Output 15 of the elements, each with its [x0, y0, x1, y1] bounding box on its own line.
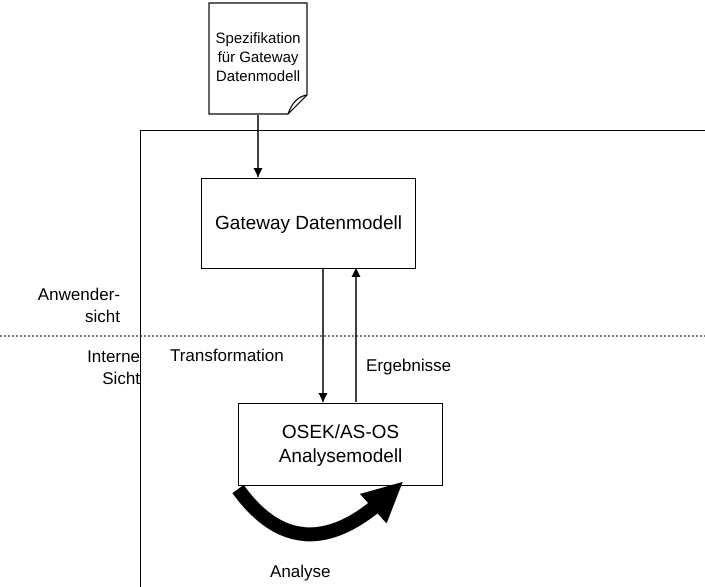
node-text: Spezifikation für Gateway Datenmodell — [214, 29, 302, 87]
arrow — [352, 268, 360, 402]
node-text: OSEK/AS-OS Analysemodell — [278, 420, 404, 468]
arrow — [318, 268, 328, 402]
process-box — [201, 178, 416, 269]
node-text: Gateway Datenmodell — [214, 212, 403, 236]
side-label: Interne Sicht — [86, 346, 140, 390]
edge-label: Analyse — [270, 562, 330, 582]
tool-frame — [140, 130, 705, 587]
document-shape — [208, 2, 308, 115]
curved-arrow — [232, 482, 404, 542]
process-box — [238, 403, 443, 486]
side-label: Anwender- sicht — [36, 284, 120, 328]
arrow — [254, 115, 262, 177]
edge-label: Ergebnisse — [366, 356, 452, 376]
